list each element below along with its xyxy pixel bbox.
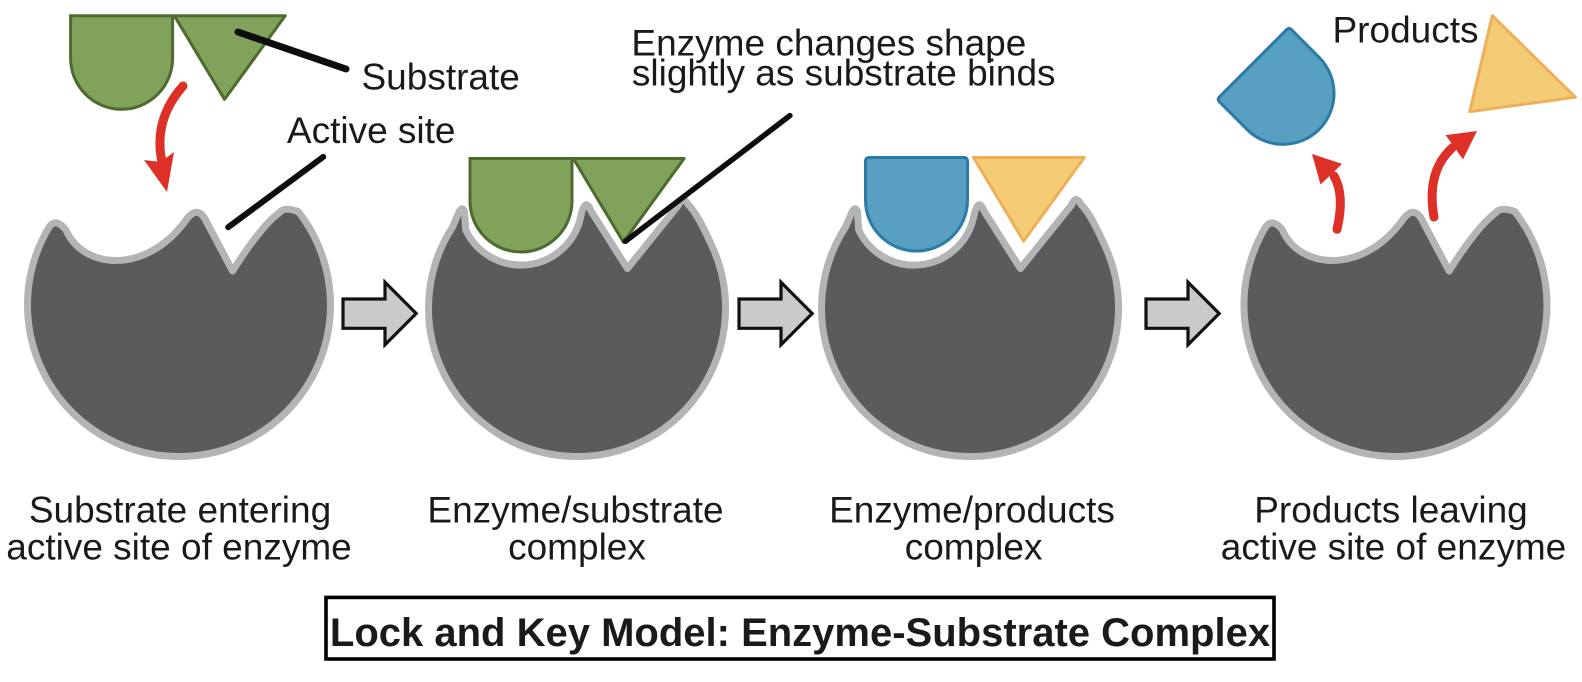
svg-text:Active site: Active site <box>287 110 456 151</box>
svg-text:Enzyme/substrate: Enzyme/substrate <box>427 489 723 530</box>
svg-text:Enzyme/products: Enzyme/products <box>829 489 1115 530</box>
svg-text:Substrate: Substrate <box>362 56 520 97</box>
svg-text:Lock and Key Model: Enzyme-Sub: Lock and Key Model: Enzyme-Substrate Com… <box>330 611 1270 655</box>
svg-text:active site of enzyme: active site of enzyme <box>6 526 351 567</box>
svg-text:complex: complex <box>508 526 646 567</box>
svg-text:slightly as substrate binds: slightly as substrate binds <box>632 52 1056 93</box>
svg-text:Products: Products <box>1333 10 1479 51</box>
svg-text:Products leaving: Products leaving <box>1254 489 1528 530</box>
svg-text:active site of enzyme: active site of enzyme <box>1221 526 1566 567</box>
svg-text:complex: complex <box>905 526 1043 567</box>
svg-text:Substrate entering: Substrate entering <box>29 489 331 530</box>
svg-text:Enzyme changes shape: Enzyme changes shape <box>631 23 1026 64</box>
